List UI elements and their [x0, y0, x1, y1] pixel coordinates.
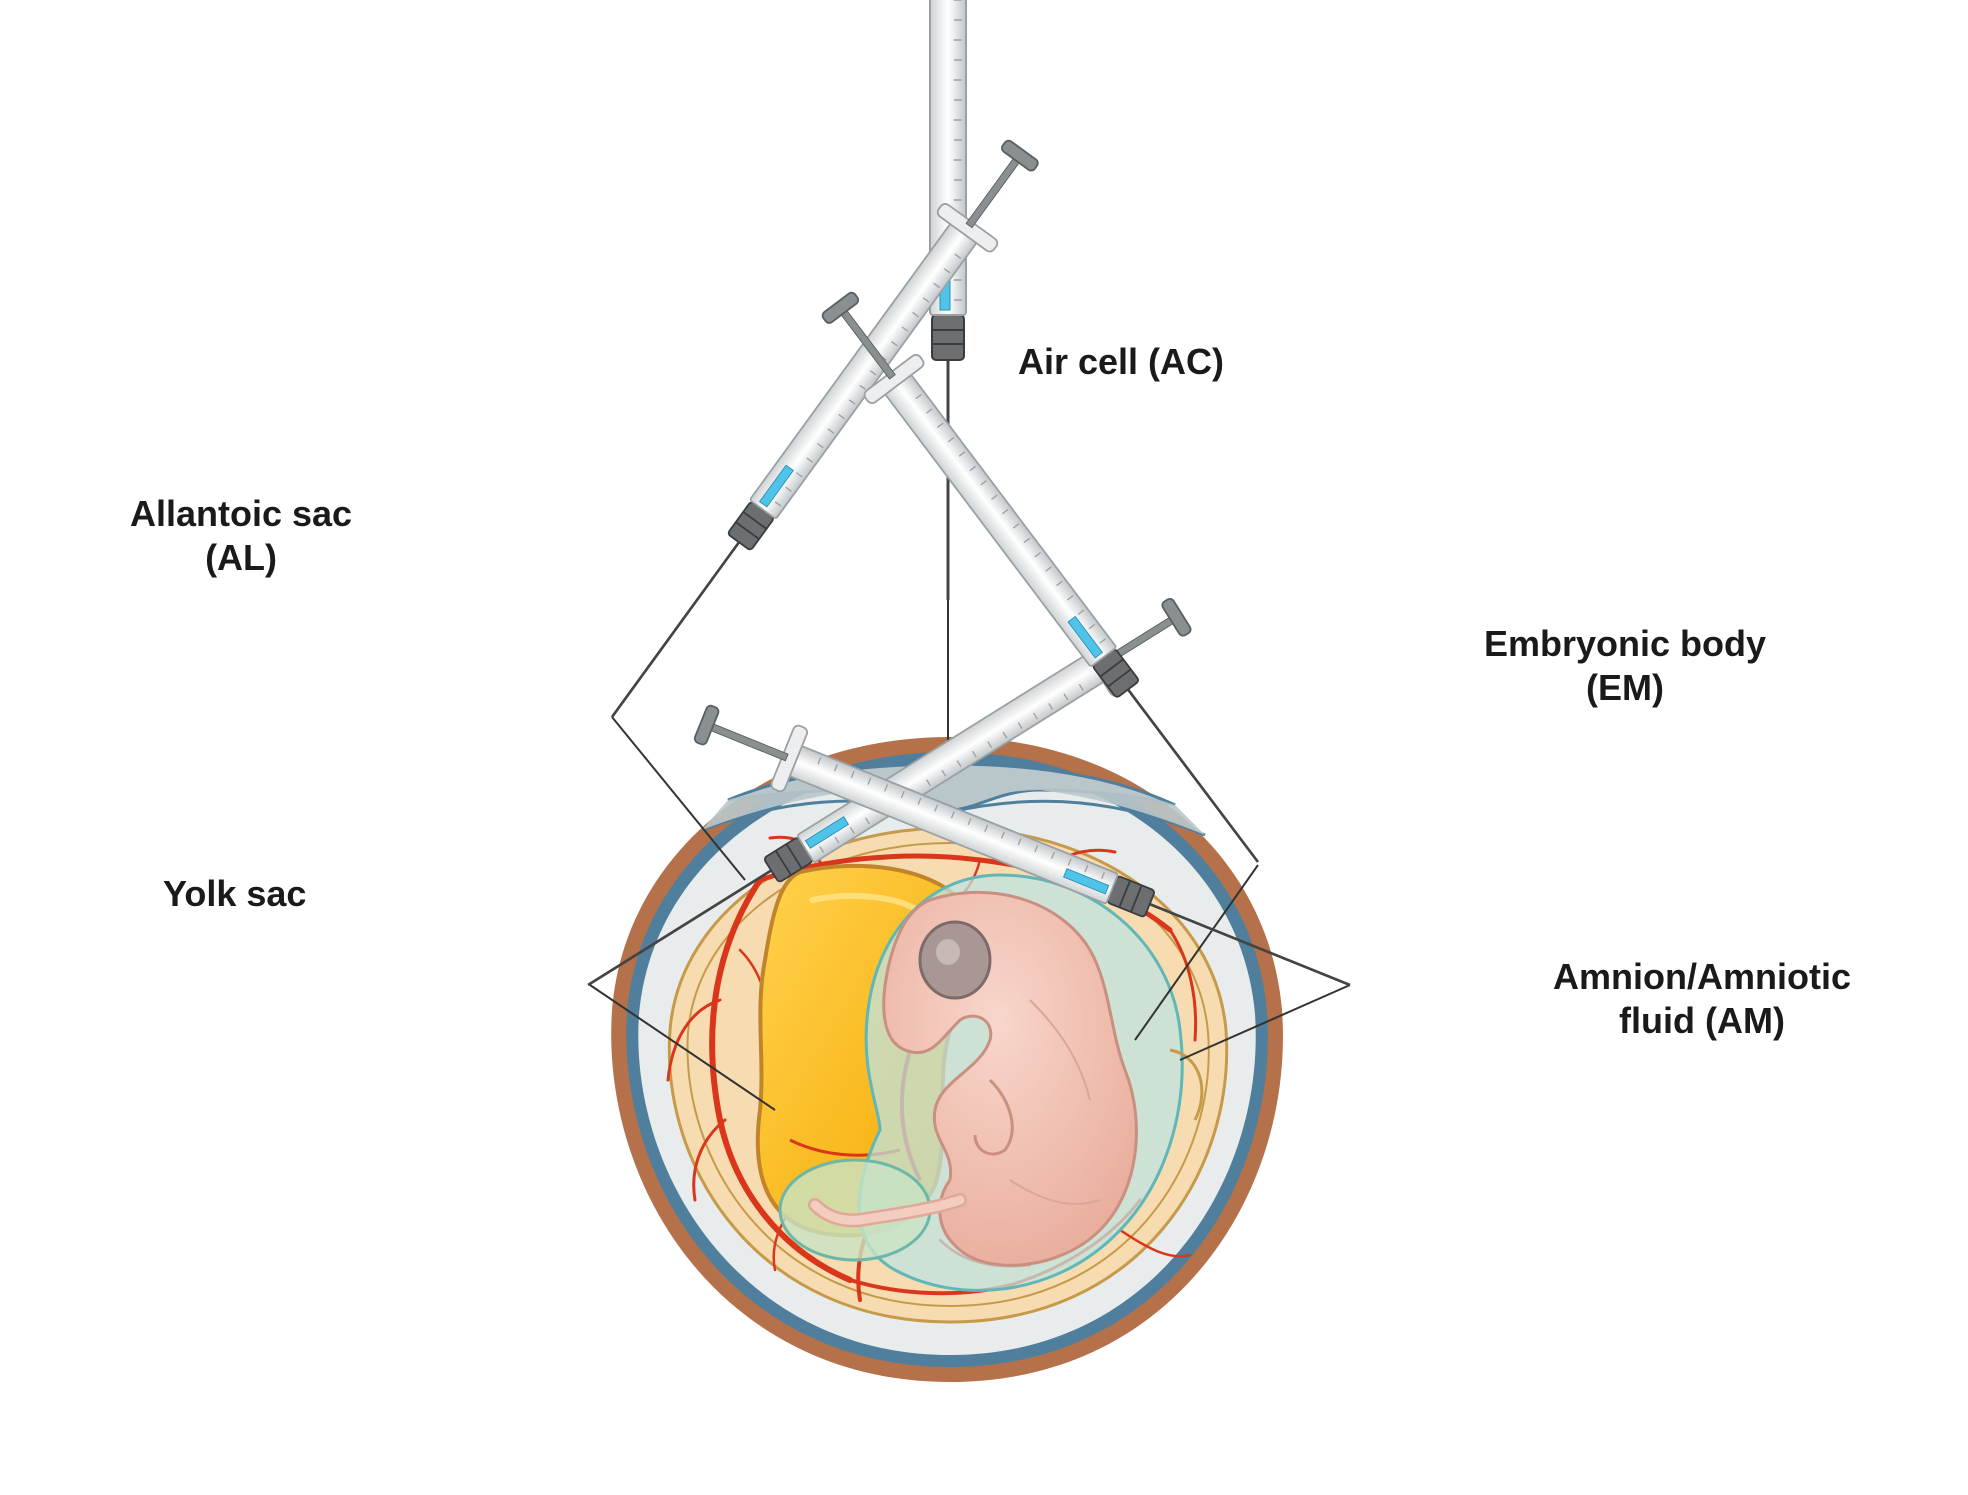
label-amnion-line2: fluid (AM): [1619, 1000, 1785, 1041]
label-embryonic-body-line1: Embryonic body: [1484, 623, 1767, 664]
label-yolk-sac: Yolk sac: [163, 872, 306, 916]
label-embryonic-body: Embryonic body (EM): [1484, 622, 1766, 710]
embryo: [808, 890, 1138, 1267]
label-amnion: Amnion/Amniotic fluid (AM): [1553, 955, 1851, 1043]
label-allantoic-sac: Allantoic sac (AL): [130, 492, 352, 580]
syringe-allantoic-sac: [582, 129, 1053, 739]
label-allantoic-sac-line1: Allantoic sac: [130, 493, 353, 534]
label-amnion-line1: Amnion/Amniotic: [1553, 956, 1851, 997]
label-allantoic-sac-line2: (AL): [205, 537, 278, 578]
label-air-cell: Air cell (AC): [1018, 340, 1224, 384]
label-yolk-sac-text: Yolk sac: [163, 873, 307, 914]
label-air-cell-text: Air cell (AC): [1018, 341, 1225, 382]
pointer-lines: [589, 600, 1351, 1111]
label-embryonic-body-line2: (EM): [1586, 667, 1665, 708]
egg: [611, 737, 1283, 1382]
